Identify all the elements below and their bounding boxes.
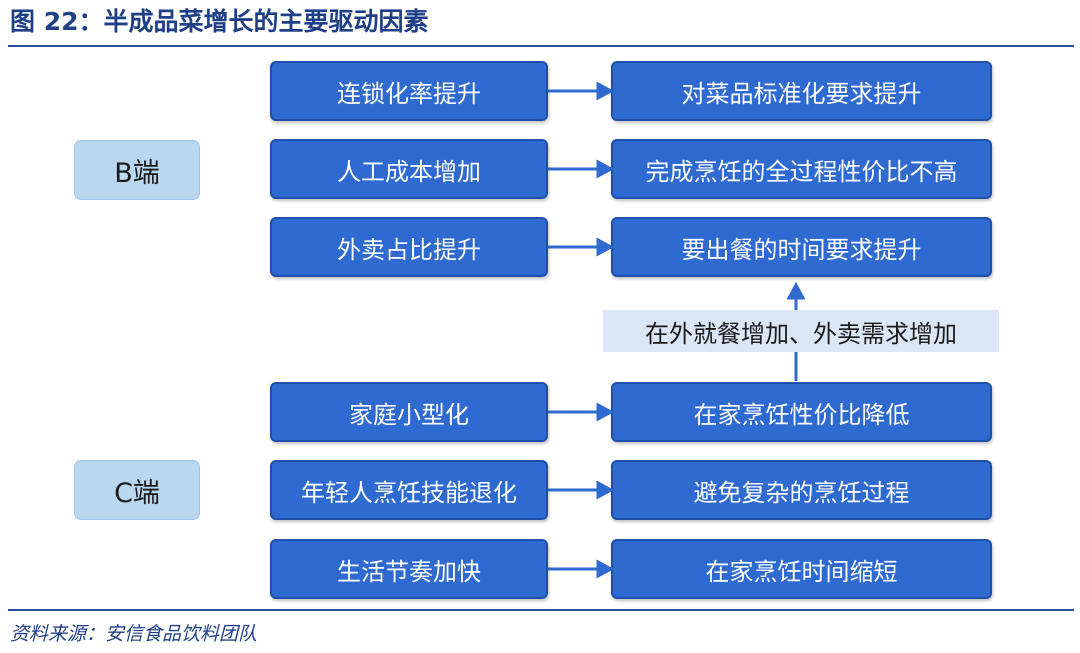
c-cause-3: 生活节奏加快 (270, 539, 548, 599)
b-effect-3: 要出餐的时间要求提升 (611, 217, 992, 277)
figure-title: 图 22：半成品菜增长的主要驱动因素 (10, 7, 429, 36)
c-effect-1: 在家烹饪性价比降低 (611, 382, 992, 442)
b-cause-2: 人工成本增加 (270, 139, 548, 199)
c-cause-1: 家庭小型化 (270, 382, 548, 442)
arrow-c2-head (596, 480, 615, 500)
source-note: 资料来源：安信食品饮料团队 (10, 623, 258, 645)
c-cause-2: 年轻人烹饪技能退化 (270, 460, 548, 520)
demand-note: 在外就餐增加、外卖需求增加 (603, 310, 999, 352)
top-rule (8, 45, 1074, 47)
arrow-b3-head (596, 237, 615, 257)
b-effect-1: 对菜品标准化要求提升 (611, 61, 992, 121)
b-cause-1: 连锁化率提升 (270, 61, 548, 121)
c-effect-2: 避免复杂的烹饪过程 (611, 460, 992, 520)
arrow-up-head (786, 281, 806, 300)
arrow-b1-head (596, 81, 615, 101)
bottom-rule (8, 609, 1074, 611)
arrow-b2-head (596, 159, 615, 179)
c-effect-3: 在家烹饪时间缩短 (611, 539, 992, 599)
c-side-label: C端 (74, 460, 200, 520)
b-cause-3: 外卖占比提升 (270, 217, 548, 277)
arrow-c1-head (596, 402, 615, 422)
b-effect-2: 完成烹饪的全过程性价比不高 (611, 139, 992, 199)
b-side-label: B端 (74, 140, 200, 200)
arrow-c3-head (596, 559, 615, 579)
